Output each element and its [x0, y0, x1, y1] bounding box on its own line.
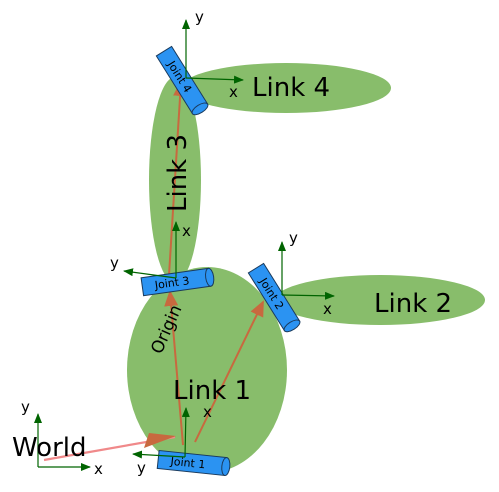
joint-2-y-axis-label: y — [289, 229, 298, 247]
joint-2-frame-axes — [278, 241, 335, 300]
link-3-vector-to-joint-4 — [168, 80, 188, 276]
joint-1-label: Joint 1 — [169, 455, 206, 472]
joint-1-x-axis-label: x — [203, 403, 212, 421]
link-4-body — [181, 63, 391, 113]
joint-1-y-axis-label: y — [137, 459, 146, 477]
link-2-body — [275, 275, 485, 325]
joint-1-frame-axes — [132, 407, 190, 459]
link-3-label: Link 3 — [163, 134, 193, 212]
joint-2-x-axis-label: x — [323, 300, 332, 318]
joint-4-frame-axes — [182, 19, 244, 84]
link-1-label: Link 1 — [173, 376, 251, 406]
joint-4-x-axis-label: x — [229, 83, 238, 101]
joint-3-frame-axes — [123, 221, 180, 279]
link-4-label: Link 4 — [252, 73, 330, 103]
link-1-vector-to-joint-3 — [164, 290, 184, 446]
world-y-axis-label: y — [21, 398, 30, 416]
joint-3-x-axis-label: x — [182, 222, 191, 240]
link-1-body — [127, 267, 287, 473]
joint-3-label: Joint 3 — [153, 274, 190, 292]
joint-4-y-axis-label: y — [195, 8, 204, 26]
world-x-axis-label: x — [94, 460, 103, 478]
joint-3: Joint 3 — [140, 267, 215, 297]
world-frame-axes — [34, 413, 91, 471]
joint-3-y-axis-label: y — [110, 254, 119, 272]
link-2-label: Link 2 — [374, 289, 452, 319]
world-origin-vector-head — [144, 433, 176, 448]
link-1-vector-to-joint-2 — [194, 300, 264, 443]
world-label: World — [12, 433, 87, 463]
